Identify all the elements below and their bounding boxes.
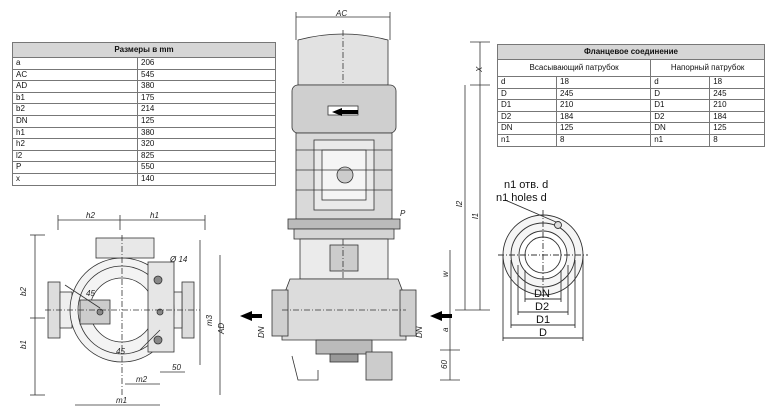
label-flange-d: D: [539, 327, 547, 339]
label-flange-dn: DN: [534, 288, 550, 300]
flange-table-title: Фланцевое соединение: [497, 44, 765, 60]
label-x: X: [475, 66, 484, 73]
label-m3: m3: [205, 314, 214, 326]
top-view: [30, 215, 221, 406]
label-60: 60: [440, 360, 449, 369]
label-p: P: [400, 209, 406, 218]
label-m2: m2: [136, 375, 148, 384]
label-w: w: [441, 270, 450, 277]
label-ad: AD: [217, 323, 226, 335]
label-h2: h2: [86, 211, 95, 220]
label-ac: AC: [335, 9, 347, 18]
label-holes-en: n1 holes d: [496, 192, 547, 204]
label-dn-left: DN: [257, 326, 266, 338]
side-view: [271, 12, 490, 381]
label-flange-d1: D1: [536, 314, 550, 326]
flange-view: [498, 199, 588, 341]
label-h1: h1: [150, 211, 159, 220]
label-holes-ru: n1 отв. d: [504, 179, 548, 191]
label-45a: 45: [86, 289, 95, 298]
dimensions-table-title: Размеры в mm: [12, 42, 276, 58]
discharge-header: Напорный патрубок: [650, 59, 765, 77]
label-d14: Ø 14: [169, 255, 188, 264]
label-l2: l2: [455, 200, 464, 207]
label-a: a: [441, 327, 450, 332]
label-50: 50: [172, 363, 181, 372]
suction-header: Всасывающий патрубок: [496, 59, 652, 77]
flange-table: Фланцевое соединение Всасывающий патрубо…: [496, 44, 765, 147]
label-45b: 45: [116, 347, 125, 356]
label-dn-right: DN: [415, 326, 424, 338]
label-b2: b2: [19, 287, 28, 296]
label-l1: l1: [471, 213, 480, 219]
label-flange-d2: D2: [535, 301, 549, 313]
label-b1: b1: [19, 340, 28, 349]
label-m1: m1: [116, 396, 127, 405]
